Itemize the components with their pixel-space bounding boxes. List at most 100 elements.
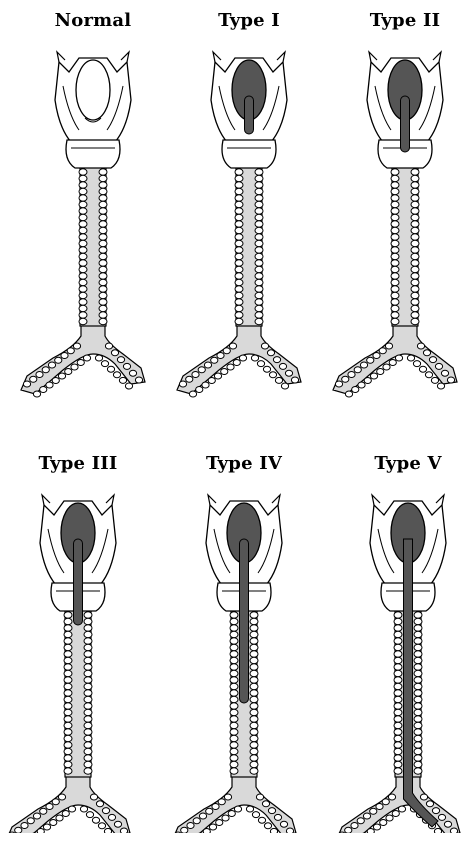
- ring: [432, 808, 439, 814]
- ring: [414, 677, 422, 683]
- ring: [414, 618, 422, 624]
- ring: [250, 703, 258, 709]
- ring: [414, 735, 422, 741]
- ring: [411, 208, 419, 214]
- ring: [230, 618, 238, 624]
- ring: [411, 182, 419, 188]
- ring: [394, 625, 402, 631]
- ring: [230, 612, 238, 618]
- ring: [206, 808, 213, 814]
- superior-horn: [213, 52, 221, 62]
- ring: [135, 377, 142, 383]
- ring: [230, 657, 238, 663]
- ring: [27, 818, 34, 824]
- ring: [394, 631, 402, 637]
- ring: [230, 631, 238, 637]
- ring: [235, 188, 243, 194]
- ring: [79, 312, 87, 318]
- ring: [414, 748, 422, 754]
- ring: [105, 343, 112, 349]
- ring: [79, 299, 87, 305]
- ring: [79, 240, 87, 246]
- ring: [414, 690, 422, 696]
- ring: [99, 234, 107, 240]
- ring: [230, 670, 238, 676]
- ring: [235, 195, 243, 201]
- ring: [227, 364, 234, 370]
- ring: [79, 208, 87, 214]
- ring: [84, 768, 92, 774]
- ring: [255, 234, 263, 240]
- ring: [394, 618, 402, 624]
- ring: [447, 377, 454, 383]
- airway-illustration: [15, 0, 171, 416]
- ring: [250, 612, 258, 618]
- superior-horn: [57, 52, 65, 62]
- ring: [99, 279, 107, 285]
- ring: [411, 260, 419, 266]
- ring: [84, 748, 92, 754]
- ring: [411, 195, 419, 201]
- ring: [394, 696, 402, 702]
- ring: [64, 722, 72, 728]
- ring: [414, 703, 422, 709]
- ring: [391, 214, 399, 220]
- ring: [84, 651, 92, 657]
- ring: [125, 383, 132, 389]
- ring: [230, 768, 238, 774]
- ring: [250, 677, 258, 683]
- ring: [235, 208, 243, 214]
- ring: [394, 716, 402, 722]
- ring: [64, 651, 72, 657]
- ring: [391, 253, 399, 259]
- ring: [342, 376, 349, 382]
- ring: [230, 703, 238, 709]
- ring: [223, 348, 230, 354]
- ring: [255, 208, 263, 214]
- ring: [382, 799, 389, 805]
- ring: [84, 722, 92, 728]
- ring: [64, 644, 72, 650]
- airway-illustration: [0, 443, 156, 833]
- ring: [431, 377, 438, 383]
- ring: [79, 253, 87, 259]
- ring: [64, 677, 72, 683]
- ring: [230, 644, 238, 650]
- ring: [273, 357, 280, 363]
- ring: [414, 631, 422, 637]
- cleft: [245, 96, 254, 134]
- ring: [73, 343, 80, 349]
- ring: [79, 175, 87, 181]
- ring: [230, 755, 238, 761]
- ring: [363, 813, 370, 819]
- ring: [52, 799, 59, 805]
- ring: [235, 266, 243, 272]
- ring: [235, 286, 243, 292]
- ring: [202, 382, 209, 388]
- ring: [65, 369, 72, 375]
- panel-type-iv: Type IV: [166, 443, 322, 859]
- ring: [360, 362, 367, 368]
- ring: [84, 703, 92, 709]
- ring: [411, 221, 419, 227]
- ring: [64, 638, 72, 644]
- ring: [250, 709, 258, 715]
- ring: [15, 827, 22, 833]
- ring: [79, 188, 87, 194]
- ring: [394, 664, 402, 670]
- ring: [64, 612, 72, 618]
- ring: [67, 348, 74, 354]
- ring: [250, 638, 258, 644]
- ring: [255, 175, 263, 181]
- ring: [261, 343, 268, 349]
- ring: [192, 372, 199, 378]
- ring: [414, 664, 422, 670]
- ring: [434, 828, 441, 833]
- ring: [391, 227, 399, 233]
- ring: [235, 292, 243, 298]
- ring: [391, 286, 399, 292]
- ring: [255, 214, 263, 220]
- ring: [250, 683, 258, 689]
- ring: [64, 755, 72, 761]
- ring: [251, 355, 258, 361]
